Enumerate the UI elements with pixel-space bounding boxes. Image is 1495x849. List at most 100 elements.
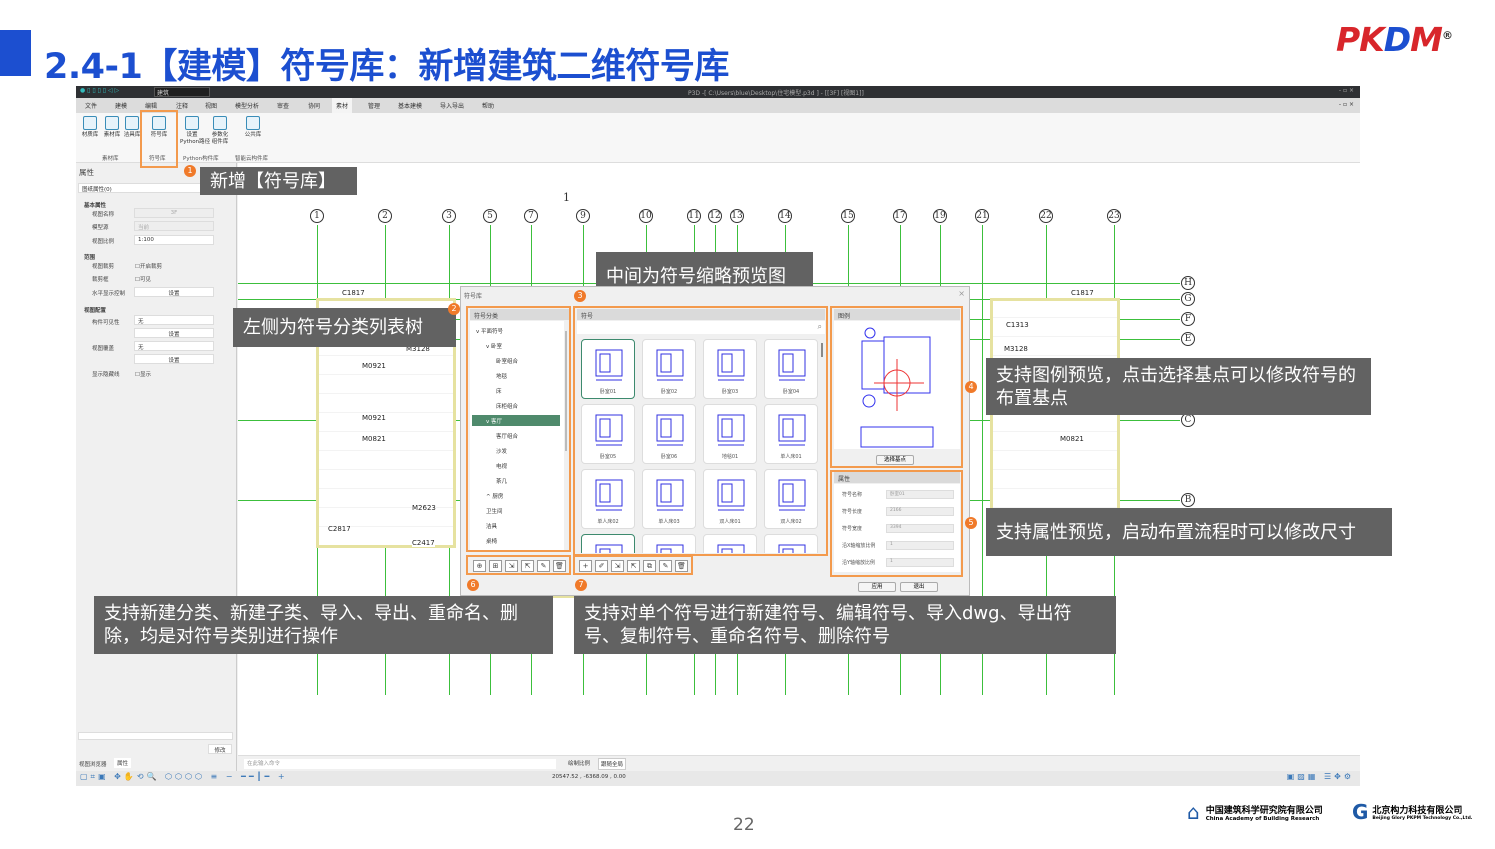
delete-icon[interactable]: 🗑 [553,560,566,572]
export-symbol-icon[interactable]: ⇱ [627,560,640,572]
horizontal-scrollbar[interactable] [78,732,233,740]
tree-scrollbar[interactable] [565,331,567,451]
prop-value-field[interactable]: 2166 [886,507,954,516]
symbol-thumbnail[interactable]: 双人床01 [703,469,757,529]
menu-model[interactable]: 建模 [115,103,128,110]
material-lib-button[interactable]: 材质库 [78,116,102,139]
crop-checkbox[interactable]: ☐开启裁剪 [135,264,162,270]
grid-scrollbar[interactable] [821,343,823,357]
close-icon[interactable]: × [958,289,965,298]
public-lib-button[interactable]: 公共库 [241,116,265,139]
expand-chevron-icon[interactable]: v [476,329,482,335]
tree-item[interactable]: v 客厅 [472,415,560,426]
tree-item[interactable]: 卧室组合 [472,355,560,366]
param-component-button[interactable]: 参数化 组件库 [208,116,232,146]
symbol-thumbnail[interactable]: 卧室02 [642,339,696,399]
tab-properties[interactable]: 属性 [114,758,132,768]
view-scale-select[interactable]: 1:100 [134,235,214,245]
symbol-thumbnail[interactable] [642,534,696,553]
hdisp-set-button[interactable]: 设置 [134,287,214,297]
import-dwg-icon[interactable]: ⇲ [611,560,624,572]
symbol-thumbnail[interactable]: 卧室04 [764,339,818,399]
symbol-thumbnail[interactable] [764,534,818,553]
draw-scale-select[interactable]: 跟随全局 [598,758,627,770]
tree-item[interactable]: 客厅组合 [472,430,560,441]
edit-symbol-icon[interactable]: ✐ [595,560,608,572]
exit-button[interactable]: 退出 [900,582,938,592]
symbol-thumbnail[interactable]: 单人床01 [764,404,818,464]
prop-value-field[interactable]: 3394 [886,524,954,533]
tree-item[interactable]: 地毯 [472,370,560,381]
rename-icon[interactable]: ✎ [537,560,550,572]
menu-file[interactable]: 文件 [85,103,98,110]
import-icon[interactable]: ⇲ [505,560,518,572]
symbol-thumbnail[interactable]: 卧室03 [703,339,757,399]
delete-symbol-icon[interactable]: 🗑 [675,560,688,572]
override-select[interactable]: 无 [134,341,214,351]
cropbox-checkbox[interactable]: ☐可见 [135,277,151,283]
menu-view[interactable]: 视图 [205,103,218,110]
tab-view-browser[interactable]: 视图浏览器 [79,762,107,768]
visibility-set-button[interactable]: 设置 [134,328,214,338]
tree-item[interactable]: 卫生间 [472,505,560,516]
new-category-icon[interactable]: ⊕ [473,560,486,572]
symbol-search-input[interactable]: ⌕ [577,321,825,334]
symbol-thumbnail[interactable]: 单人床03 [642,469,696,529]
menu-material[interactable]: 素材 [332,98,353,113]
copy-symbol-icon[interactable]: ⧉ [643,560,656,572]
override-set-button[interactable]: 设置 [134,354,214,364]
menu-import-export[interactable]: 导入导出 [440,103,465,110]
sanitary-lib-button[interactable]: 洁具库 [120,116,144,139]
symbol-thumbnail[interactable]: 地毯01 [703,404,757,464]
view-tools-icons[interactable]: ▢⌗▣ ✥✋⟲🔍 ⬡⬡⬡⬡ ≡ − ━━┃━ + [80,772,288,781]
menu-collab[interactable]: 协同 [308,103,321,110]
asset-lib-button[interactable]: 素材库 [100,116,124,139]
expand-chevron-icon[interactable]: ^ [486,494,493,500]
tree-item[interactable]: 沙发 [472,445,560,456]
tree-item[interactable]: 桌椅 [472,535,560,546]
symbol-thumbnail[interactable] [581,534,635,553]
symbol-thumbnail[interactable]: 卧室01 [581,339,635,399]
select-base-point-button[interactable]: 选择基点 [876,455,914,465]
tree-item[interactable]: 茶几 [472,475,560,486]
symbol-thumbnail[interactable] [703,534,757,553]
command-input[interactable]: 在此输入命令 [244,759,556,769]
prop-value-field[interactable]: 卧室01 [886,490,954,499]
status-icons[interactable]: ▣▨▦ ☰✥⚙ [1286,772,1354,781]
export-icon[interactable]: ⇱ [521,560,534,572]
apply-button[interactable]: 应用 [858,582,896,592]
symbol-lib-button[interactable]: 符号库 [147,116,171,139]
tree-item[interactable]: ^ 厨房 [472,490,560,501]
symbol-thumbnail[interactable]: 卧室05 [581,404,635,464]
rename-symbol-icon[interactable]: ✎ [659,560,672,572]
new-subcategory-icon[interactable]: ⊞ [489,560,502,572]
visibility-select[interactable]: 无 [134,315,214,325]
view-name-field[interactable]: 3F [134,208,214,218]
discipline-select[interactable]: 建筑 [154,87,210,97]
modify-button[interactable]: 修改 [208,744,232,754]
menu-review[interactable]: 审查 [277,103,290,110]
tree-item[interactable]: v 卧室 [472,340,560,351]
window-controls[interactable]: - ▫ × [1338,87,1354,94]
menu-basic-model[interactable]: 基本建模 [398,103,423,110]
python-path-button[interactable]: 设置 Python路径 [180,116,210,146]
symbol-thumbnail[interactable]: 双人床02 [764,469,818,529]
expand-chevron-icon[interactable]: v [486,344,492,350]
expand-chevron-icon[interactable]: v [486,419,492,425]
symbol-thumbnail[interactable]: 单人床02 [581,469,635,529]
tree-item[interactable]: 洁具 [472,520,560,531]
menu-analysis[interactable]: 模型分析 [235,103,260,110]
tree-item[interactable]: v 平面符号 [472,325,560,336]
hidden-line-checkbox[interactable]: ☐显示 [135,372,151,378]
menu-edit[interactable]: 编辑 [145,103,158,110]
doc-controls[interactable]: - ▫ × [1338,101,1354,108]
menu-help[interactable]: 帮助 [482,103,495,110]
tree-item[interactable]: 电视 [472,460,560,471]
prop-value-field[interactable]: 1 [886,541,954,550]
model-source-field[interactable]: 当前 [134,221,214,231]
tree-item[interactable]: 床 [472,385,560,396]
menu-manage[interactable]: 管理 [368,103,381,110]
tree-item[interactable]: 床柜组合 [472,400,560,411]
menu-annotate[interactable]: 注释 [176,103,189,110]
symbol-thumbnail[interactable]: 卧室06 [642,404,696,464]
